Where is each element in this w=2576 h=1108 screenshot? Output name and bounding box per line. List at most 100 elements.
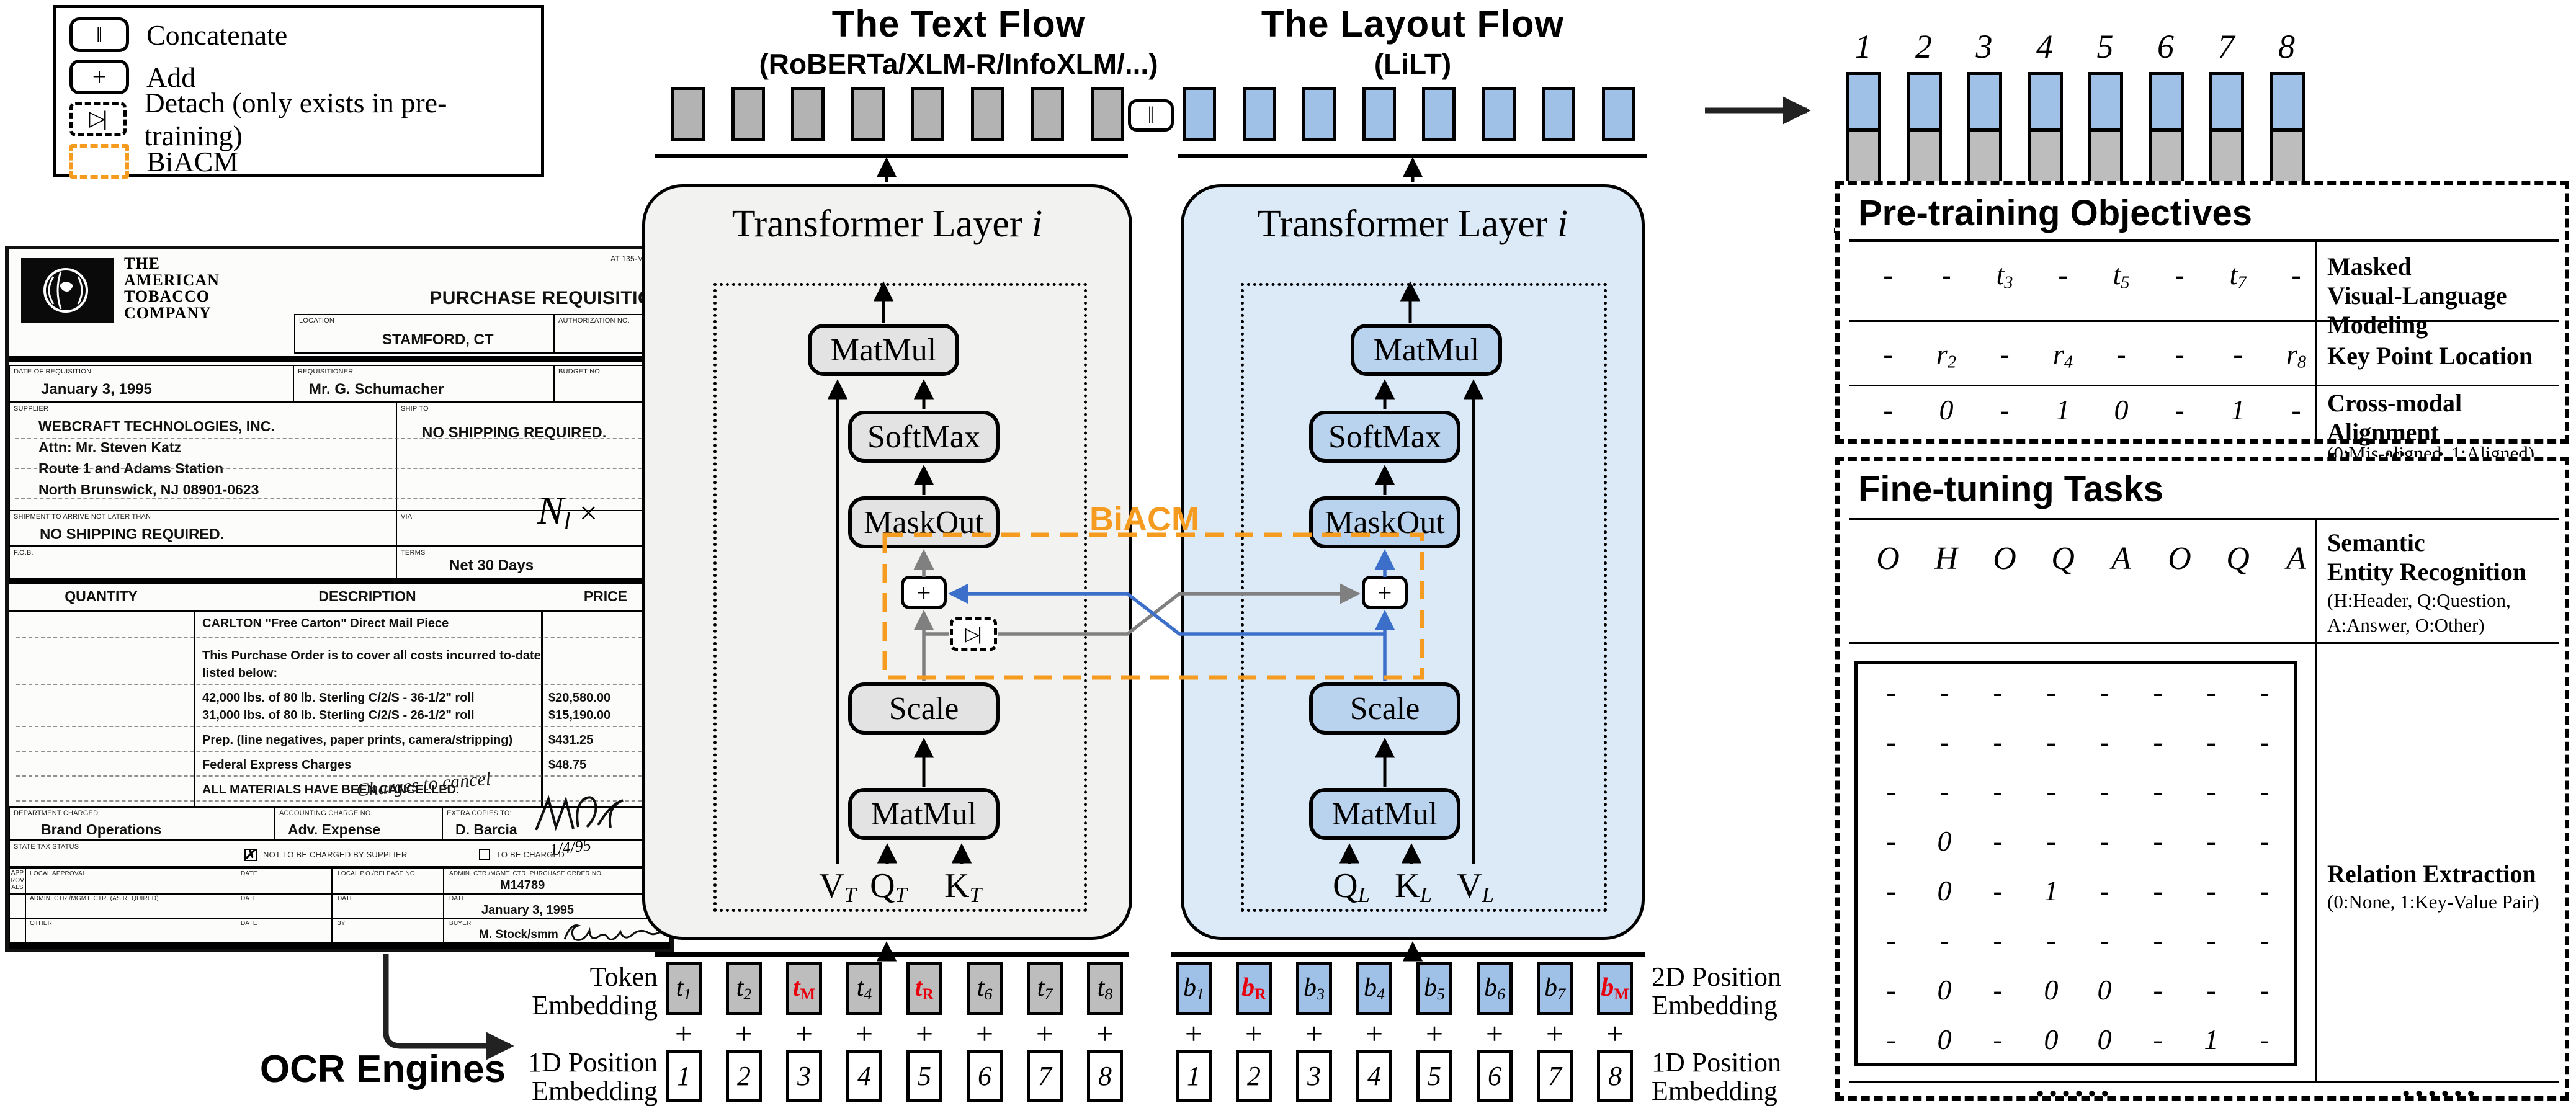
layout-embedding-bar-sub: 3 xyxy=(1316,985,1325,1003)
token-embedding-label-line1: Token xyxy=(589,962,658,992)
layout-matmul-top-block: MatMul xyxy=(1351,324,1502,376)
budget-cell-label: BUDGET NO. xyxy=(558,368,602,375)
company-name-line: THE xyxy=(124,254,160,272)
position-id-box: 4 xyxy=(1356,1050,1392,1102)
position-id-box: 6 xyxy=(1477,1050,1513,1102)
handwritten-initials xyxy=(530,793,635,836)
supplier-line: Attn: Mr. Steven Katz xyxy=(38,439,182,455)
location-cell-label: LOCATION xyxy=(299,317,335,324)
output-bar-number: 2 xyxy=(1915,28,1932,65)
position-id: 8 xyxy=(1608,1060,1622,1091)
price-col-rule xyxy=(541,610,543,806)
text-flow-output-bar xyxy=(731,87,765,141)
re-matrix-cell: - xyxy=(1886,1024,1896,1055)
re-note: (0:None, 1:Key-Value Pair) xyxy=(2327,891,2539,913)
pt-row-rule xyxy=(1849,320,2559,322)
re-matrix-cell: - xyxy=(1993,1024,2003,1055)
copies-cell: EXTRA COPIES TO:D. Barcia xyxy=(442,806,670,840)
biacm-label: BiACM xyxy=(1089,501,1199,538)
company-logo xyxy=(21,258,114,323)
math-cell: r8 xyxy=(2286,338,2306,372)
token-embedding-bar-base: t xyxy=(676,973,684,1002)
math-base: t xyxy=(1996,259,2005,290)
math-cell: t3 xyxy=(1996,259,2013,292)
text-matmul-bottom-block: MatMul xyxy=(848,788,1000,840)
position-id: 6 xyxy=(1488,1060,1501,1091)
qty-header: QUANTITY xyxy=(65,588,138,604)
tax-label: STATE TAX STATUS xyxy=(14,843,79,851)
legend-item-concatenate: ‖Concatenate xyxy=(69,17,529,53)
re-matrix-cell: - xyxy=(2046,726,2056,757)
re-matrix-cell: - xyxy=(1886,825,1896,857)
re-matrix-cell: - xyxy=(1886,875,1896,906)
ruling-dash xyxy=(16,775,660,777)
pt-cell: 1 xyxy=(2055,394,2070,426)
text-input-k-base: K xyxy=(944,867,970,905)
layout-flow-output-bar xyxy=(1183,87,1216,141)
layout-flow-output-bar xyxy=(1362,87,1396,141)
approval-label: OTHER xyxy=(30,920,52,927)
approvals-vertical-label: APPROVALS xyxy=(10,869,26,944)
layout-input-k-sub: L xyxy=(1420,883,1432,907)
pt-cell: 0 xyxy=(2114,394,2129,426)
department-cell-label: DEPARTMENT CHARGED xyxy=(14,810,99,817)
concatenate-glyph: ‖ xyxy=(96,22,103,47)
layout-embedding-bar: b3 xyxy=(1296,962,1332,1015)
text-add-box: + xyxy=(901,576,947,609)
pt-row-label: Key Point Location xyxy=(2327,341,2563,370)
math-cell: r4 xyxy=(2053,338,2073,372)
math-base: r xyxy=(1936,338,1948,370)
department-cell-value: Brand Operations xyxy=(41,821,162,838)
terms-cell-label: TERMS xyxy=(401,549,426,556)
output-bar-layout-segment xyxy=(1906,72,1942,132)
pt-row-label-line: Visual-Language Modeling xyxy=(2327,282,2507,339)
concatenate-box: ‖ xyxy=(1128,99,1174,132)
embed-plus: + xyxy=(1035,1016,1054,1051)
pt-cell: 1 xyxy=(2230,394,2245,426)
token-embedding-bar-base: t xyxy=(1097,973,1105,1002)
embed-plus: + xyxy=(795,1016,813,1051)
math-sub: 2 xyxy=(1947,352,1957,372)
text-flow-title: The Text Flow xyxy=(831,3,1086,45)
embed-plus: + xyxy=(1545,1016,1564,1051)
po-number: M14789 xyxy=(500,878,545,892)
detach-glyph: ▷ xyxy=(89,107,105,130)
layout-embedding-bar-base: b xyxy=(1241,973,1255,1002)
position-id: 4 xyxy=(857,1060,871,1091)
re-matrix-cell: 0 xyxy=(1937,974,1952,1006)
re-matrix-cell: - xyxy=(2153,825,2163,857)
position-id-box: 3 xyxy=(786,1050,822,1102)
position-id: 1 xyxy=(677,1060,691,1091)
math-cell: t5 xyxy=(2113,259,2129,292)
ft-divider xyxy=(2315,518,2317,1083)
pt-cell: 0 xyxy=(1939,394,1954,426)
checkbox-checked: ✗ xyxy=(244,846,257,863)
re-matrix-cell: - xyxy=(1993,924,2003,956)
pos1d-label-right-line1: 1D Position xyxy=(1652,1047,1782,1078)
layer-count-label: Nl× xyxy=(537,488,637,537)
ser-label-line: Semantic xyxy=(2327,529,2425,556)
position-id-box: 1 xyxy=(1176,1050,1212,1102)
layout-input-v: VL xyxy=(1438,866,1513,909)
position-id-box: 1 xyxy=(666,1050,702,1102)
pt-row-label-line: Masked xyxy=(2327,252,2412,280)
company-name-line: AMERICAN xyxy=(124,270,220,289)
re-matrix-cell: - xyxy=(2153,924,2163,956)
pt-row-label-line: Key Point Location xyxy=(2327,342,2533,370)
re-matrix-cell: - xyxy=(2260,676,2270,708)
tax-option-1: NOT TO BE CHARGED BY SUPPLIER xyxy=(263,850,408,859)
ft-row-rule xyxy=(1849,642,2559,644)
requisitioner-cell-value: Mr. G. Schumacher xyxy=(309,381,444,398)
ser-cell: A xyxy=(2286,541,2306,576)
approval-label: ADMIN. CTR./MGMT. CTR. (AS REQUIRED) xyxy=(30,895,159,902)
text-flow-underline xyxy=(655,154,1128,158)
math-cell: t7 xyxy=(2229,259,2246,292)
add-icon: + xyxy=(69,60,129,94)
re-matrix-cell: - xyxy=(2260,825,2270,857)
ruling-dash xyxy=(16,751,660,752)
pt-row-rule xyxy=(1849,385,2559,386)
layout-embedding-bar-sub: 1 xyxy=(1196,985,1204,1003)
layout-input-k: KL xyxy=(1376,866,1451,909)
pt-title-rule xyxy=(1849,239,2559,242)
